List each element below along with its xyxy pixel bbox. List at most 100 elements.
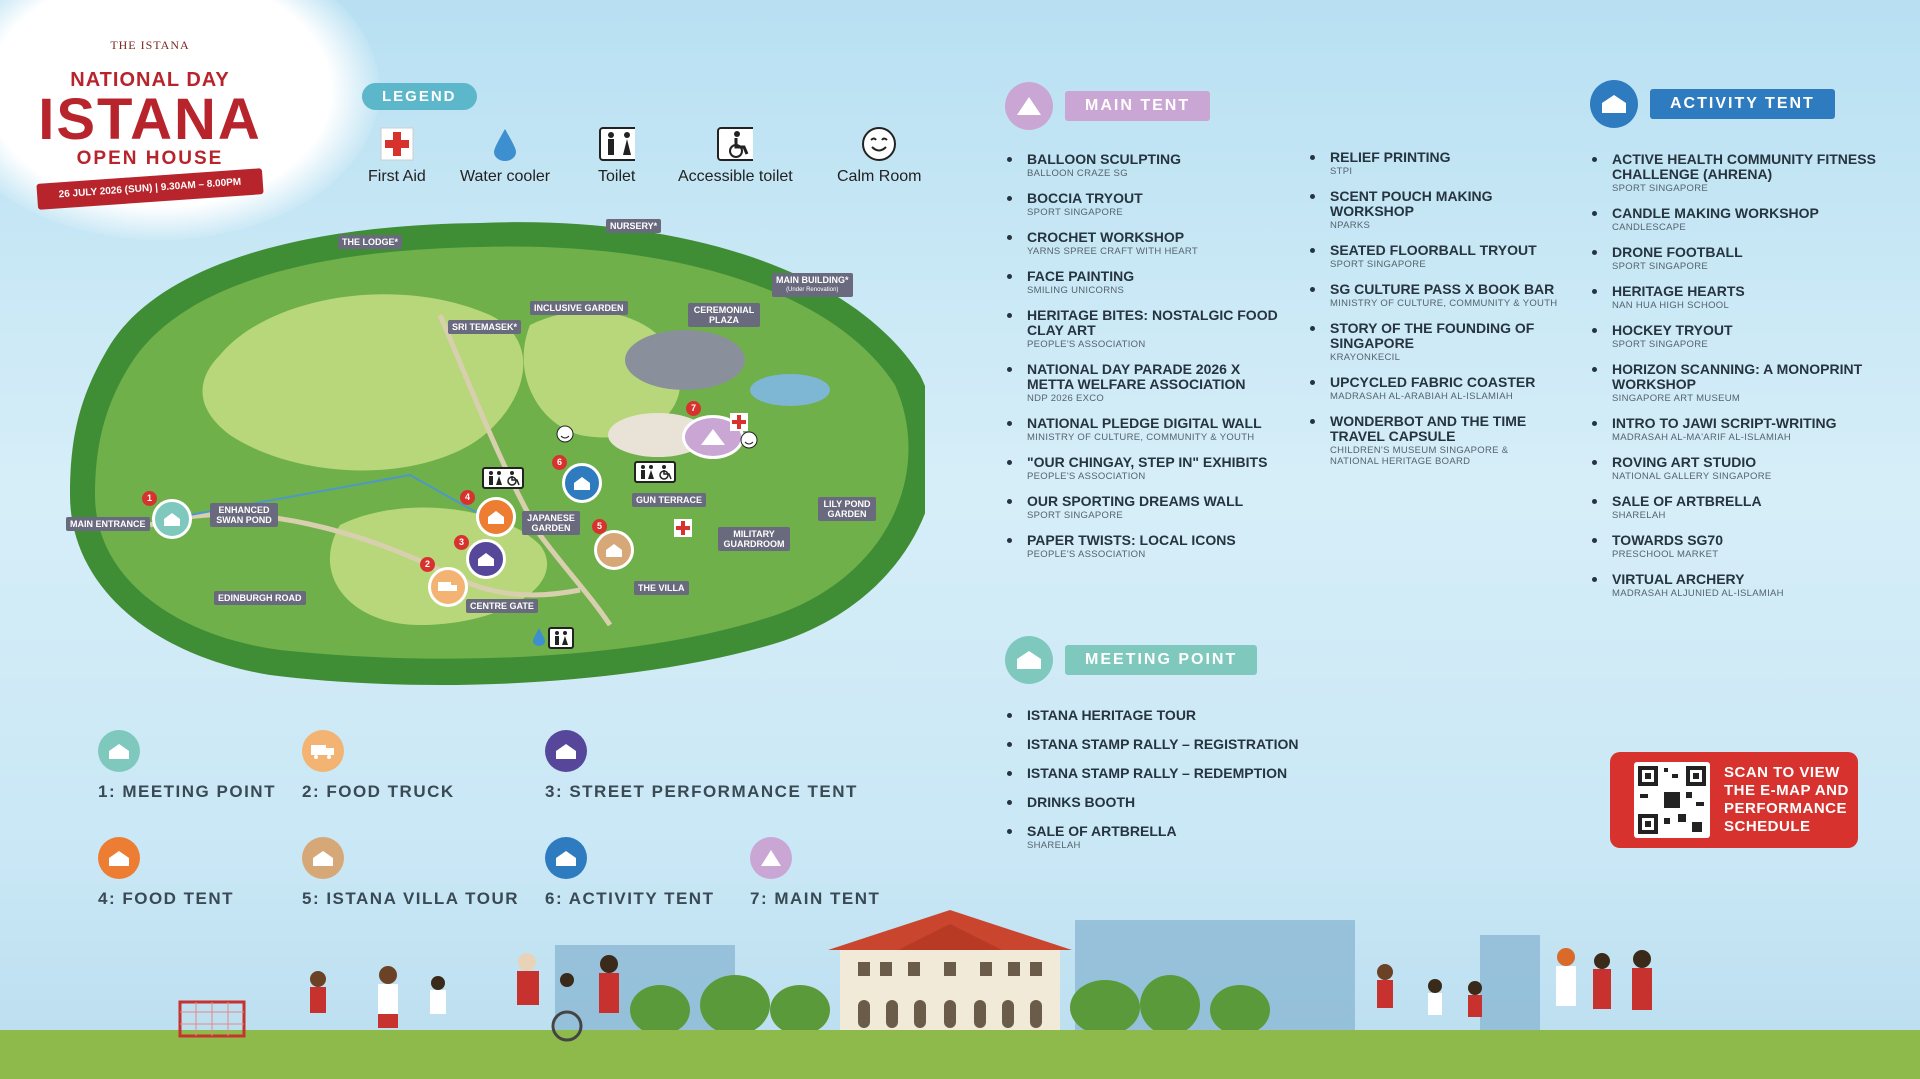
event-logo: THE ISTANA NATIONAL DAY ISTANA OPEN HOUS… [30,28,270,210]
food-tent-pin[interactable] [476,497,516,537]
key-activity-tent: 6: ACTIVITY TENT [545,837,714,909]
activity-organiser: BALLOON CRAZE SG [1027,168,1128,179]
first-aid-icon [379,126,415,162]
activity-organiser: SPORT SINGAPORE [1027,207,1124,218]
legend-title: LEGEND [362,83,477,110]
activity-organiser: CANDLESCAPE [1612,222,1687,233]
activity-name: INTRO TO JAWI SCRIPT-WRITING [1612,415,1837,431]
map-toilet-facility [482,467,524,489]
food-truck-pin[interactable] [428,567,468,607]
activity-tent-icon [545,837,587,879]
legend-label: Toilet [598,168,636,185]
qr-code[interactable] [1634,762,1710,838]
key-main-tent: 7: MAIN TENT [750,837,880,909]
key-istana-villa-tour: 5: ISTANA VILLA TOUR [302,837,519,909]
villa-tour-pin[interactable] [594,530,634,570]
logo-open-house: OPEN HOUSE [76,148,224,169]
activity-organiser: SINGAPORE ART MUSEUM [1612,393,1741,404]
smiley-icon [740,431,758,449]
activity-name: HERITAGE HEARTS [1612,283,1745,299]
event-date-ribbon: 26 JULY 2026 (SUN) | 9.30AM – 8.00PM [36,168,264,210]
activity-name: ISTANA HERITAGE TOUR [1027,707,1197,723]
map-label-the-lodge: THE LODGE* [338,235,403,249]
activity-name: ROVING ART STUDIO [1612,454,1757,470]
map-toilet-facility [634,461,676,483]
logo-national-day: NATIONAL DAY [70,69,230,91]
legend-label: Calm Room [837,168,922,185]
legend-accessible-toilet: Accessible toilet [678,126,793,186]
activity-organiser: NPARKS [1330,220,1371,231]
activity-organiser: SHARELAH [1612,510,1666,521]
performance-tent-icon [545,730,587,772]
activity-name: BALLOON SCULPTING [1027,151,1181,167]
family-illustration [517,953,619,1042]
map-number-2: 2 [420,557,435,572]
map-label-main-entrance: MAIN ENTRANCE [66,517,150,531]
map-number-4: 4 [460,490,475,505]
water-drop-icon [487,126,523,162]
map-label-lily-pond-garden: LILY POND GARDEN [818,497,876,521]
map-number-5: 5 [592,519,607,534]
villa-tour-icon [302,837,344,879]
smiley-icon [861,126,897,162]
street-performance-tent-pin[interactable] [466,539,506,579]
activity-organiser: KRAYONKECIL [1330,352,1401,363]
activity-organiser: CHILDREN'S MUSEUM SINGAPORE & NATIONAL H… [1330,445,1509,467]
toilet-icon [555,631,568,645]
activity-name: FACE PAINTING [1027,268,1135,284]
activity-organiser: YARNS SPREE CRAFT WITH HEART [1027,246,1198,257]
activity-name: PAPER TWISTS: LOCAL ICONS [1027,532,1236,548]
activity-organiser: SPORT SINGAPORE [1612,261,1709,272]
map-number-3: 3 [454,535,469,550]
children-playing-illustration [310,966,446,1028]
wheelchair-icon [717,126,754,162]
key-street-performance-tent: 3: STREET PERFORMANCE TENT [545,730,858,802]
activity-organiser: MADRASAH ALJUNIED AL-ISLAMIAH [1612,588,1784,599]
map-terrain [70,222,925,685]
activity-tent-title: ACTIVITY TENT [1650,89,1835,119]
meeting-point-icon [1005,636,1053,684]
community-illustration [1556,948,1652,1010]
legend-label: Accessible toilet [678,168,793,185]
qr-code-panel[interactable]: SCAN TO VIEW THE E-MAP AND PERFORMANCE S… [1610,752,1858,848]
activity-name: WONDERBOT AND THE TIME TRAVEL CAPSULE [1330,413,1527,444]
activity-name: "OUR CHINGAY, STEP IN" EXHIBITS [1027,454,1268,470]
map-label-edinburgh-road: EDINBURGH ROAD [214,591,306,605]
first-aid-icon [674,519,692,537]
activity-list-item: DRINKS BOOTH [1005,795,1325,810]
meeting-point-pin[interactable] [152,499,192,539]
activity-organiser: SHARELAH [1027,840,1081,851]
activity-organiser: SPORT SINGAPORE [1612,183,1709,194]
activity-name: SALE OF ARTBRELLA [1027,823,1177,839]
map-label-the-villa: THE VILLA [634,581,689,595]
activity-name: ACTIVE HEALTH COMMUNITY FITNESS CHALLENG… [1612,151,1876,182]
activity-tent-pin[interactable] [562,463,602,503]
tree [1140,975,1200,1035]
activity-organiser: PEOPLE'S ASSOCIATION [1027,471,1146,482]
first-aid-icon [730,413,748,431]
activity-name: TOWARDS SG70 [1612,532,1723,548]
map-label-inclusive-garden: INCLUSIVE GARDEN [530,301,628,315]
tree [1070,980,1140,1035]
map-label-japanese-garden: JAPANESE GARDEN [522,511,580,535]
map-label-centre-gate: CENTRE GATE [466,599,538,613]
qr-instruction: SCAN TO VIEW THE E-MAP AND PERFORMANCE S… [1724,764,1849,835]
istana-crest: THE ISTANA [110,38,190,52]
activity-list-item: NATIONAL DAY PARADE 2026 X METTA WELFARE… [1005,362,1285,404]
activity-organiser: SPORT SINGAPORE [1027,510,1124,521]
activity-name: CANDLE MAKING WORKSHOP [1612,205,1819,221]
legend-label: First Aid [368,168,426,185]
toilet-icon [641,465,654,479]
